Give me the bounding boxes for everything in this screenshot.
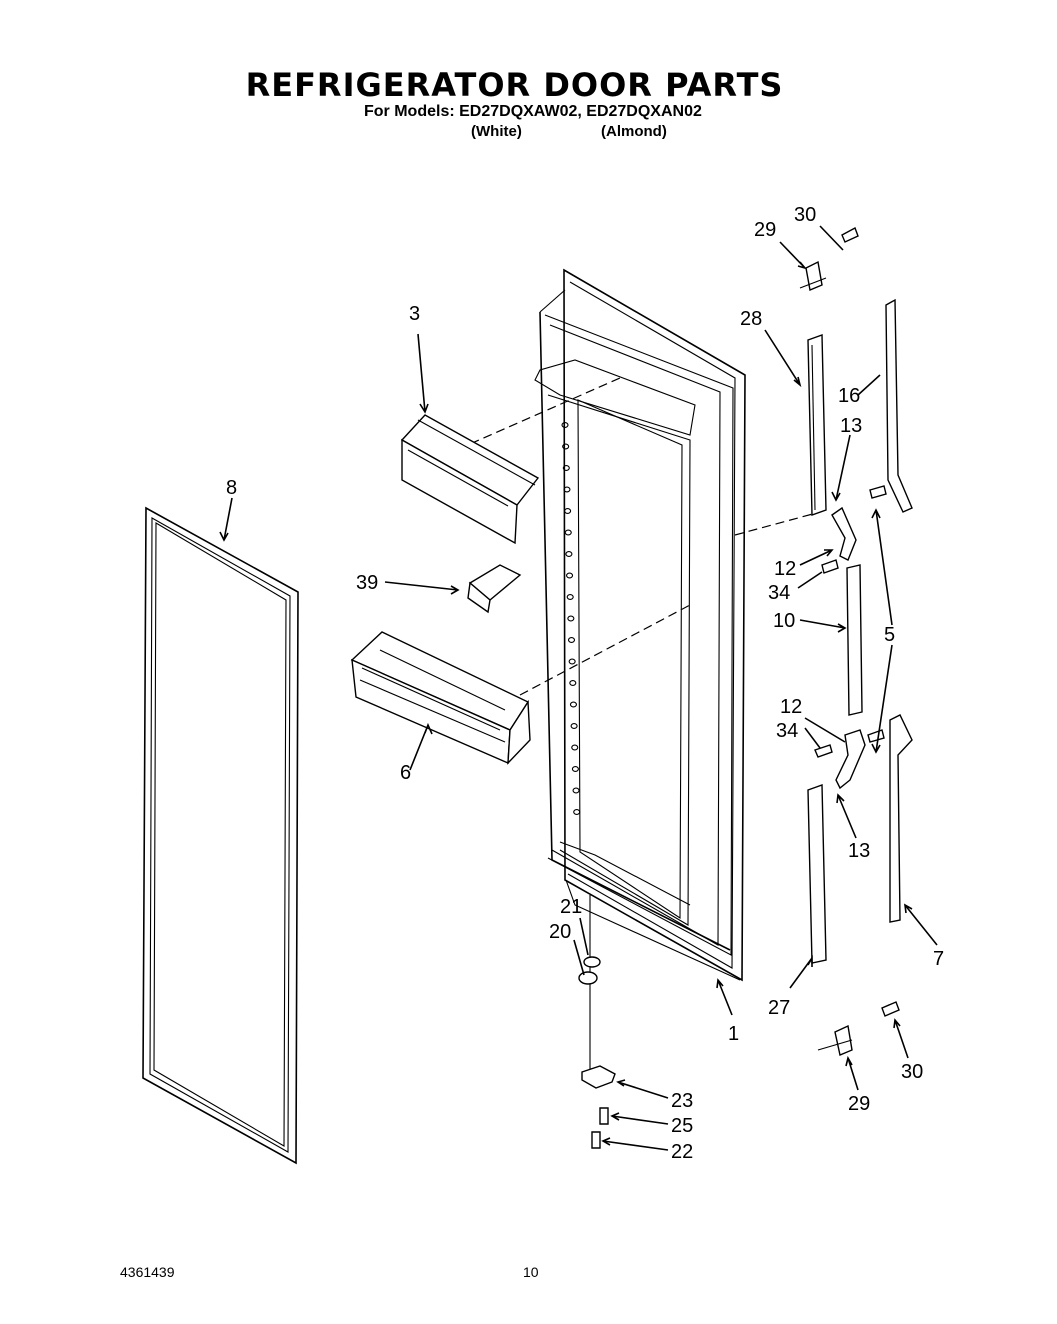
color-white: (White) bbox=[471, 123, 522, 140]
liner-hole bbox=[572, 787, 580, 794]
callout-29-bottom: 29 bbox=[848, 1093, 870, 1115]
door-bin bbox=[350, 631, 531, 765]
callout-10: 10 bbox=[773, 610, 795, 632]
callout-13-upper: 13 bbox=[840, 415, 862, 437]
door-shelf bbox=[400, 414, 540, 545]
handle-tube-10 bbox=[846, 564, 863, 716]
liner-hole bbox=[567, 615, 575, 622]
liner-hole bbox=[570, 723, 578, 729]
callout-23: 23 bbox=[671, 1090, 693, 1112]
bottom-hinge-23 bbox=[581, 1065, 616, 1089]
trim-strip-27 bbox=[807, 784, 827, 964]
callout-39: 39 bbox=[356, 572, 378, 594]
door-liner bbox=[534, 268, 746, 982]
callout-8: 8 bbox=[226, 477, 237, 499]
liner-hole bbox=[564, 508, 572, 514]
bottom-hinge-29 bbox=[817, 1024, 853, 1056]
liner-hole bbox=[561, 422, 569, 428]
callout-13-lower: 13 bbox=[848, 840, 870, 862]
callout-20: 20 bbox=[549, 921, 571, 943]
liner-hole bbox=[571, 744, 579, 751]
liner-hole bbox=[568, 658, 576, 665]
trim-strip-28 bbox=[807, 334, 827, 516]
callout-16: 16 bbox=[838, 385, 860, 407]
callout-25: 25 bbox=[671, 1115, 693, 1137]
trim-strip-7 bbox=[889, 714, 913, 923]
models-line: For Models: ED27DQXAW02, ED27DQXAN02 bbox=[364, 103, 702, 120]
callout-30-bottom: 30 bbox=[901, 1061, 923, 1083]
leader-lines bbox=[219, 225, 938, 1151]
liner-hole bbox=[569, 701, 578, 708]
liner-hole bbox=[573, 809, 581, 815]
shelf-divider bbox=[467, 564, 522, 614]
liner-holes bbox=[561, 422, 581, 815]
callout-22: 22 bbox=[671, 1141, 693, 1163]
liner-hole bbox=[562, 443, 570, 450]
callout-12-lower: 12 bbox=[780, 696, 802, 718]
callout-5: 5 bbox=[884, 624, 895, 646]
liner-hole bbox=[569, 680, 577, 686]
guide-bin-6 bbox=[519, 604, 691, 696]
trim-strip-16 bbox=[885, 298, 913, 513]
screw-30-top bbox=[841, 227, 859, 243]
callout-34-upper: 34 bbox=[768, 582, 790, 604]
callout-12-upper: 12 bbox=[774, 558, 796, 580]
top-hinge-29 bbox=[799, 260, 827, 291]
screw-25 bbox=[599, 1107, 609, 1125]
liner-hole bbox=[563, 486, 571, 493]
callout-6: 6 bbox=[400, 762, 411, 784]
color-almond: (Almond) bbox=[601, 123, 667, 140]
handle-bracket-13-lower bbox=[814, 729, 885, 790]
page-title: REFRIGERATOR DOOR PARTS bbox=[245, 66, 784, 104]
liner-hole bbox=[565, 572, 574, 579]
callout-30-top: 30 bbox=[794, 204, 816, 226]
document-code: 4361439 bbox=[120, 1264, 175, 1280]
callout-28: 28 bbox=[740, 308, 762, 330]
page-number: 10 bbox=[523, 1264, 539, 1280]
callout-29-top: 29 bbox=[754, 219, 776, 241]
handle-bracket-13-upper bbox=[831, 506, 857, 561]
liner-hole bbox=[571, 766, 579, 772]
liner-hole bbox=[565, 551, 573, 557]
liner-hole bbox=[564, 529, 572, 536]
screw-22 bbox=[591, 1131, 601, 1149]
callout-3: 3 bbox=[409, 303, 420, 325]
callout-21: 21 bbox=[560, 896, 582, 918]
callout-27: 27 bbox=[768, 997, 790, 1019]
liner-hole bbox=[566, 594, 574, 600]
callout-7: 7 bbox=[933, 948, 944, 970]
callout-1: 1 bbox=[728, 1023, 739, 1045]
screw-upper bbox=[821, 485, 887, 574]
liner-hole bbox=[562, 465, 570, 471]
guide-hinge bbox=[734, 511, 821, 536]
screw-30-bottom bbox=[881, 1001, 900, 1017]
door-gasket bbox=[142, 506, 299, 1165]
liner-hole bbox=[567, 637, 576, 643]
callout-34-lower: 34 bbox=[776, 720, 798, 742]
